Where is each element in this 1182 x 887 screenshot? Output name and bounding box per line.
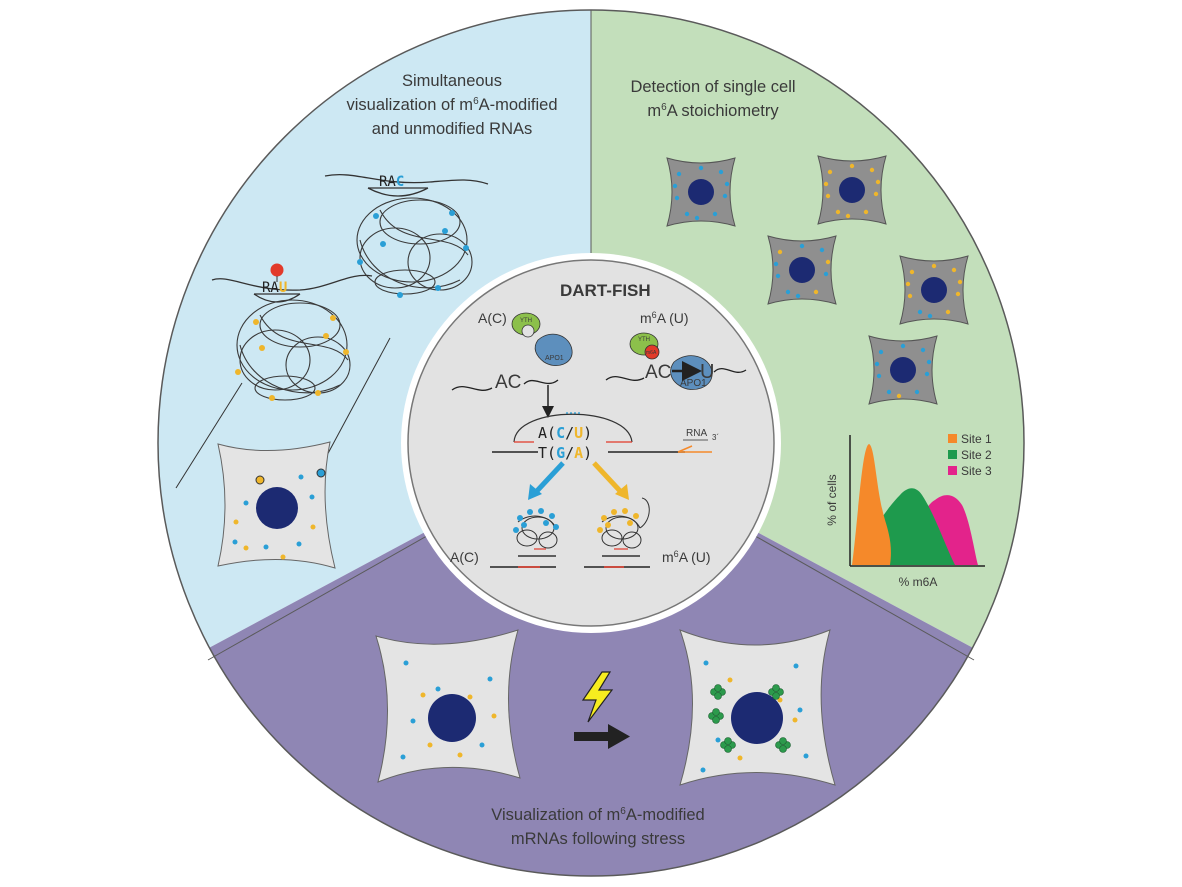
- center-u-letter: U: [700, 361, 714, 383]
- x-axis-label: % m6A: [899, 575, 938, 589]
- arrow-blue-icon: [534, 461, 565, 494]
- lightning-icon: [581, 671, 614, 723]
- panel-blue-top-left: [158, 10, 591, 760]
- svg-text:YTH: YTH: [520, 318, 532, 324]
- m6a-mark-icon: [270, 263, 284, 277]
- center-left-label: A(C): [478, 310, 507, 326]
- small-cell: [868, 335, 938, 405]
- svg-text:and unmodified RNAs: and unmodified RNAs: [372, 120, 533, 138]
- cell-after-stress: [679, 629, 836, 786]
- legend-site3: Site 3: [961, 464, 992, 478]
- center-title: DART-FISH: [560, 281, 651, 300]
- center-circle: [407, 259, 775, 627]
- small-cell: [899, 255, 969, 325]
- rna-legend: RNA 3´: [677, 428, 719, 453]
- small-cell: [767, 235, 837, 305]
- legend-site2: Site 2: [961, 448, 992, 462]
- center-bottom-left-label: A(C): [450, 549, 479, 565]
- center-ac-right: AC: [645, 362, 671, 383]
- cell-top-left: [217, 441, 336, 569]
- arrow-right-icon: [574, 724, 630, 749]
- probe-top-sequence: A(C/U): [538, 424, 592, 442]
- svg-text:APO1: APO1: [680, 378, 707, 389]
- small-cell: [666, 157, 736, 227]
- rca-product-rac: RAC: [324, 174, 489, 298]
- svg-text:APO1: APO1: [545, 355, 564, 362]
- small-cell: [817, 155, 887, 225]
- svg-text:RAC: RAC: [379, 174, 404, 190]
- probe-bottom-sequence: T(G/A): [538, 444, 592, 462]
- top-left-title: Simultaneous visualization of m6A-modifi…: [347, 72, 558, 138]
- svg-text:mRNAs following stress: mRNAs following stress: [511, 830, 685, 848]
- nucleus: [839, 177, 865, 203]
- svg-text:m6A: m6A: [646, 350, 657, 356]
- top-right-title: Detection of single cell m6A stoichiomet…: [630, 78, 795, 120]
- svg-text:YTH: YTH: [638, 337, 650, 343]
- probe-padlock: [513, 412, 633, 443]
- svg-text:RAU: RAU: [262, 280, 287, 296]
- nucleus: [789, 257, 815, 283]
- svg-text:visualization of m6A-modified: visualization of m6A-modified: [347, 96, 558, 114]
- svg-text:3´: 3´: [712, 433, 719, 442]
- cell-before-stress: [375, 629, 521, 783]
- nucleus: [890, 357, 916, 383]
- zoom-line-left: [175, 382, 243, 489]
- zoom-line-right: [317, 337, 391, 473]
- stoichiometry-chart: % of cells % m6A Site 1 Site 2 Site 3: [825, 432, 992, 589]
- site1-curve: [852, 444, 891, 565]
- svg-text:Simultaneous: Simultaneous: [402, 72, 502, 90]
- svg-text:Detection of single cell: Detection of single cell: [630, 78, 795, 96]
- y-axis-label: % of cells: [825, 474, 839, 525]
- stress-granule-icons: [708, 684, 791, 753]
- cells-top-right: [666, 155, 969, 405]
- svg-text:Visualization of m6A-modified: Visualization of m6A-modified: [491, 806, 704, 824]
- legend-site1: Site 1: [961, 432, 992, 446]
- rca-product-rau: RAU: [211, 263, 373, 401]
- bottom-title: Visualization of m6A-modified mRNAs foll…: [491, 806, 704, 848]
- svg-text:m6A (U): m6A (U): [640, 310, 689, 326]
- nucleus: [688, 179, 714, 205]
- yth-apo-left-icon: YTH APO1: [511, 312, 573, 366]
- center-bottom-right-label: m6A (U): [662, 549, 711, 565]
- center-product-blue: [513, 508, 559, 557]
- center-ac-left: AC: [495, 372, 521, 393]
- nucleus: [921, 277, 947, 303]
- arrow-yellow-icon: [592, 461, 623, 494]
- svg-text:m6A stoichiometry: m6A stoichiometry: [647, 102, 779, 120]
- svg-text:RNA: RNA: [686, 428, 707, 439]
- center-product-yellow: [597, 497, 650, 557]
